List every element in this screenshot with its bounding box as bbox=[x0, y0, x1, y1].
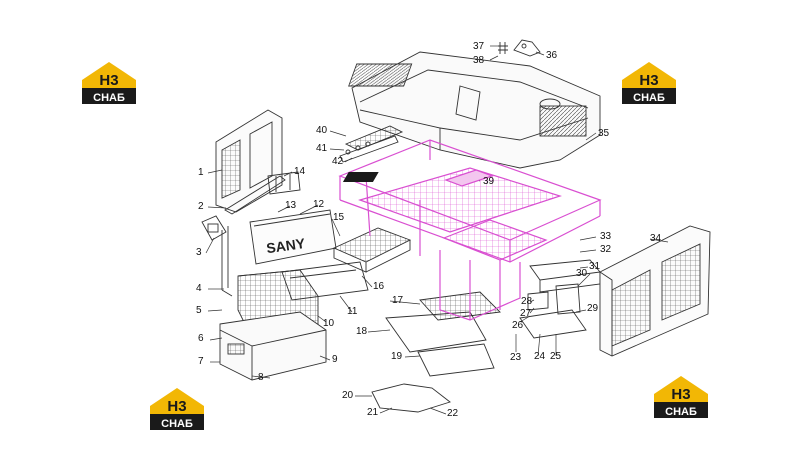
part-2-frame bbox=[221, 175, 286, 297]
part-40-42-rail bbox=[339, 125, 404, 163]
label-8: 8 bbox=[258, 372, 264, 383]
label-17: 17 bbox=[392, 295, 404, 306]
part-6-base-housing bbox=[219, 311, 327, 381]
highlighted-frame bbox=[338, 139, 602, 321]
part-3-panel bbox=[201, 215, 227, 241]
label-32: 32 bbox=[600, 244, 612, 255]
label-22: 22 bbox=[447, 408, 459, 419]
label-9: 9 bbox=[332, 354, 338, 365]
part-17-floor-grid bbox=[419, 291, 501, 321]
logo-text: СНАБ bbox=[665, 406, 697, 418]
logo-bottom-left: H3 СНАБ bbox=[146, 384, 208, 434]
label-14: 14 bbox=[294, 166, 306, 177]
house-logo-icon: H3 СНАБ bbox=[654, 376, 708, 418]
label-30: 30 bbox=[576, 268, 588, 279]
part-1-door bbox=[215, 109, 283, 213]
logo-text: СНАБ bbox=[633, 92, 665, 104]
logo-text: СНАБ bbox=[161, 418, 193, 430]
logo-text: СНАБ bbox=[93, 92, 125, 104]
sany-plate-text: SANY bbox=[265, 235, 306, 256]
label-38: 38 bbox=[473, 55, 485, 66]
label-21: 21 bbox=[367, 407, 379, 418]
label-23: 23 bbox=[510, 352, 522, 363]
house-logo-icon: H3 СНАБ bbox=[82, 62, 136, 104]
label-24: 24 bbox=[534, 351, 546, 362]
label-37: 37 bbox=[473, 41, 485, 52]
label-28: 28 bbox=[521, 296, 533, 307]
label-2: 2 bbox=[198, 201, 204, 212]
label-5: 5 bbox=[196, 305, 202, 316]
part-30-bracket bbox=[555, 283, 581, 315]
logo-top-left: H3 СНАБ bbox=[78, 58, 140, 108]
label-13: 13 bbox=[285, 200, 297, 211]
part-36-bracket bbox=[513, 39, 541, 57]
part-11-tray bbox=[281, 261, 369, 301]
part-20-bottom-plate bbox=[371, 383, 451, 413]
label-33: 33 bbox=[600, 231, 612, 242]
label-6: 6 bbox=[198, 333, 204, 344]
logo-mark: H3 bbox=[639, 72, 658, 89]
part-18-floor-plate bbox=[385, 311, 487, 353]
label-40: 40 bbox=[316, 125, 328, 136]
label-4: 4 bbox=[196, 283, 202, 294]
part-37-bolts bbox=[498, 42, 508, 54]
label-16: 16 bbox=[373, 281, 385, 292]
logo-top-right: H3 СНАБ bbox=[618, 58, 680, 108]
logo-mark: H3 bbox=[99, 72, 118, 89]
label-29: 29 bbox=[587, 303, 599, 314]
label-41: 41 bbox=[316, 143, 328, 154]
part-28-block bbox=[527, 291, 549, 311]
part-14-bracket bbox=[267, 171, 301, 195]
label-7: 7 bbox=[198, 356, 204, 367]
label-11: 11 bbox=[347, 306, 358, 317]
logo-mark: H3 bbox=[671, 386, 690, 403]
label-25: 25 bbox=[550, 351, 562, 362]
part-39-plate bbox=[342, 172, 379, 182]
label-35: 35 bbox=[598, 128, 610, 139]
label-18: 18 bbox=[356, 326, 368, 337]
label-1: 1 bbox=[198, 167, 204, 178]
logo-bottom-right: H3 СНАБ bbox=[650, 372, 712, 422]
label-15: 15 bbox=[333, 212, 345, 223]
label-26: 26 bbox=[512, 320, 524, 331]
label-12: 12 bbox=[313, 199, 325, 210]
house-logo-icon: H3 СНАБ bbox=[150, 388, 204, 430]
part-19-floor-plate bbox=[417, 343, 495, 377]
label-19: 19 bbox=[391, 351, 403, 362]
label-36: 36 bbox=[546, 50, 558, 61]
part-15-platform bbox=[332, 227, 412, 273]
house-logo-icon: H3 СНАБ bbox=[622, 62, 676, 104]
label-3: 3 bbox=[196, 247, 202, 258]
label-20: 20 bbox=[342, 390, 354, 401]
part-24-tray bbox=[519, 309, 587, 339]
logo-mark: H3 bbox=[167, 398, 186, 415]
label-34: 34 bbox=[650, 233, 662, 244]
label-39: 39 bbox=[483, 176, 495, 187]
part-35-top-cover bbox=[348, 51, 601, 169]
label-31: 31 bbox=[589, 261, 601, 272]
label-27: 27 bbox=[520, 308, 532, 319]
label-42: 42 bbox=[332, 156, 344, 167]
part-34-side-panel bbox=[599, 225, 711, 357]
label-10: 10 bbox=[323, 318, 335, 329]
